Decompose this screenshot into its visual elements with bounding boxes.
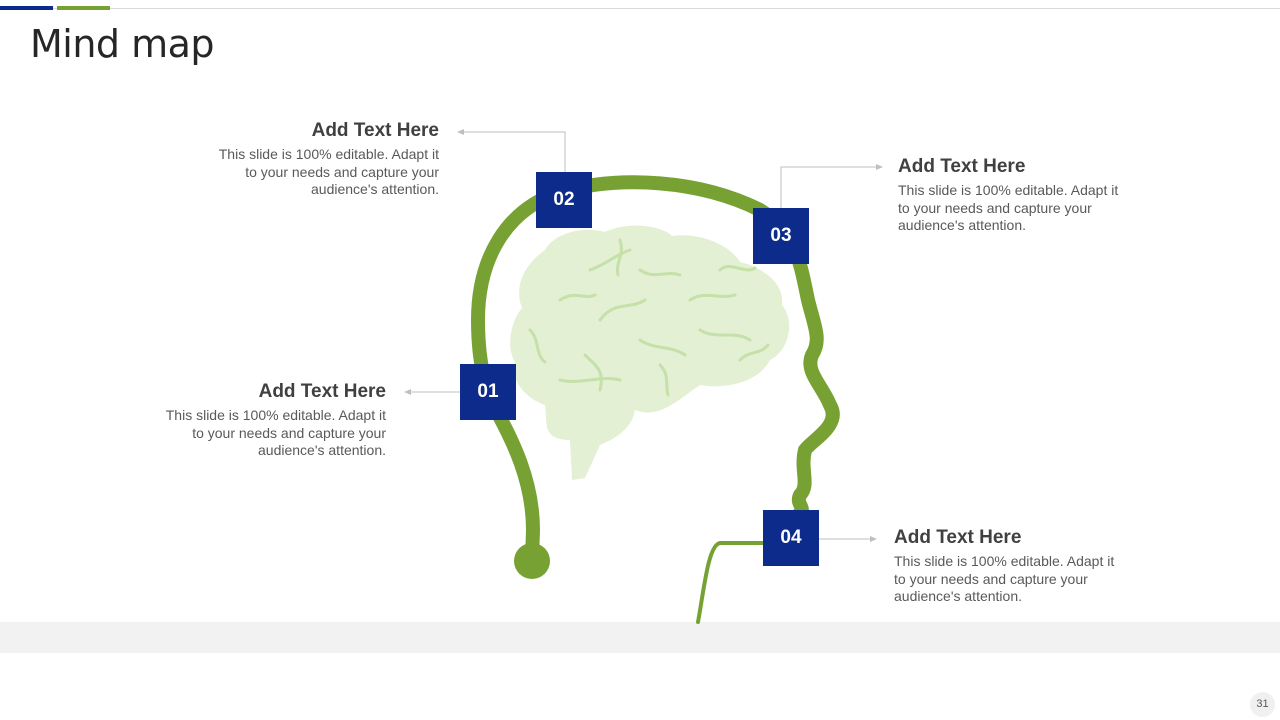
footer-band [0,622,1280,653]
connector-lines [407,131,880,540]
top-rule [0,8,1280,9]
node-02-body: This slide is 100% editable. Adapt it to… [218,146,439,197]
slide-title: Mind map [30,22,215,66]
node-02-heading: Add Text Here [311,120,439,141]
node-01-text: Add Text Here This slide is 100% editabl… [156,381,386,460]
node-03-text: Add Text Here This slide is 100% editabl… [898,156,1128,235]
node-02-text: Add Text Here This slide is 100% editabl… [209,120,439,199]
node-03-body: This slide is 100% editable. Adapt it to… [898,182,1119,233]
node-04-heading: Add Text Here [894,527,1022,548]
node-03-badge: 03 [753,208,809,264]
node-02-badge: 02 [536,172,592,228]
connector-arrowheads [404,129,883,542]
node-01-heading: Add Text Here [258,381,386,402]
node-03-heading: Add Text Here [898,156,1026,177]
node-04-text: Add Text Here This slide is 100% editabl… [894,527,1124,606]
page-number: 31 [1250,692,1275,717]
accent-bar-blue [0,6,53,10]
node-01-body: This slide is 100% editable. Adapt it to… [165,407,386,458]
brain-icon [510,225,790,480]
node-01-badge: 01 [460,364,516,420]
accent-bar-green [57,6,110,10]
node-04-body: This slide is 100% editable. Adapt it to… [894,553,1115,604]
node-04-badge: 04 [763,510,819,566]
